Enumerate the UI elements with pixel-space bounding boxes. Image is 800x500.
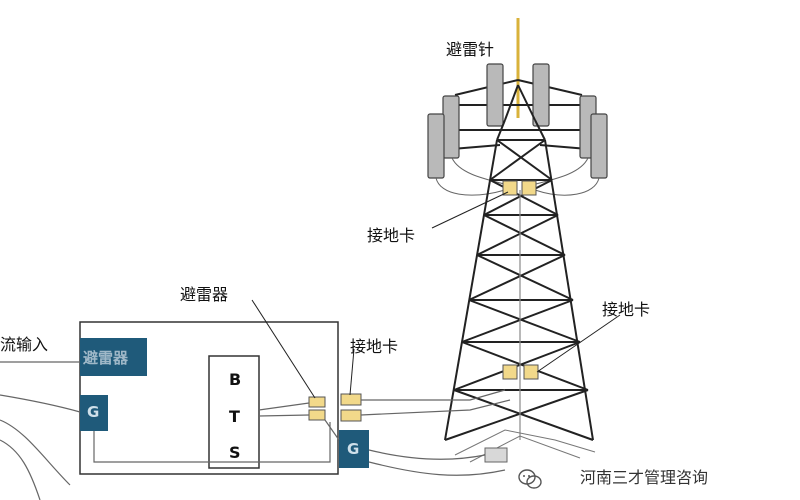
bts-letter-t: T [229, 407, 240, 426]
label-grounding-clip-top: 接地卡 [367, 226, 416, 245]
arrester-cell-label: 避雷器 [83, 349, 129, 367]
bts-block [208, 355, 260, 469]
watermark-text: 河南三才管理咨询 [579, 468, 708, 487]
label-lightning-rod: 避雷针 [446, 40, 495, 59]
generator-right [339, 430, 369, 468]
label-grounding-clip-right: 接地卡 [602, 300, 651, 319]
bts-letter-b: B [229, 370, 242, 389]
bts-letter-s: S [229, 443, 241, 462]
surge-arrester-clips [308, 396, 326, 421]
cables [0, 361, 511, 500]
label-grounding-clip-box: 接地卡 [350, 337, 399, 356]
generator-left [80, 395, 108, 431]
tower-lattice [444, 84, 594, 441]
leader-lines [251, 191, 621, 399]
box-grounding-clips [340, 393, 362, 422]
antenna-panels [427, 63, 608, 179]
label-surge-arrester: 避雷器 [180, 285, 229, 304]
generator-right-label: G [347, 440, 360, 458]
label-ac-input: 流输入 [0, 335, 49, 354]
tower-grounding-clips [502, 180, 539, 380]
antenna-feeders [435, 157, 600, 196]
arrester-cell [80, 338, 147, 376]
generator-left-label: G [87, 403, 100, 421]
ground-terminal [484, 447, 508, 463]
wechat-icon [518, 469, 542, 489]
